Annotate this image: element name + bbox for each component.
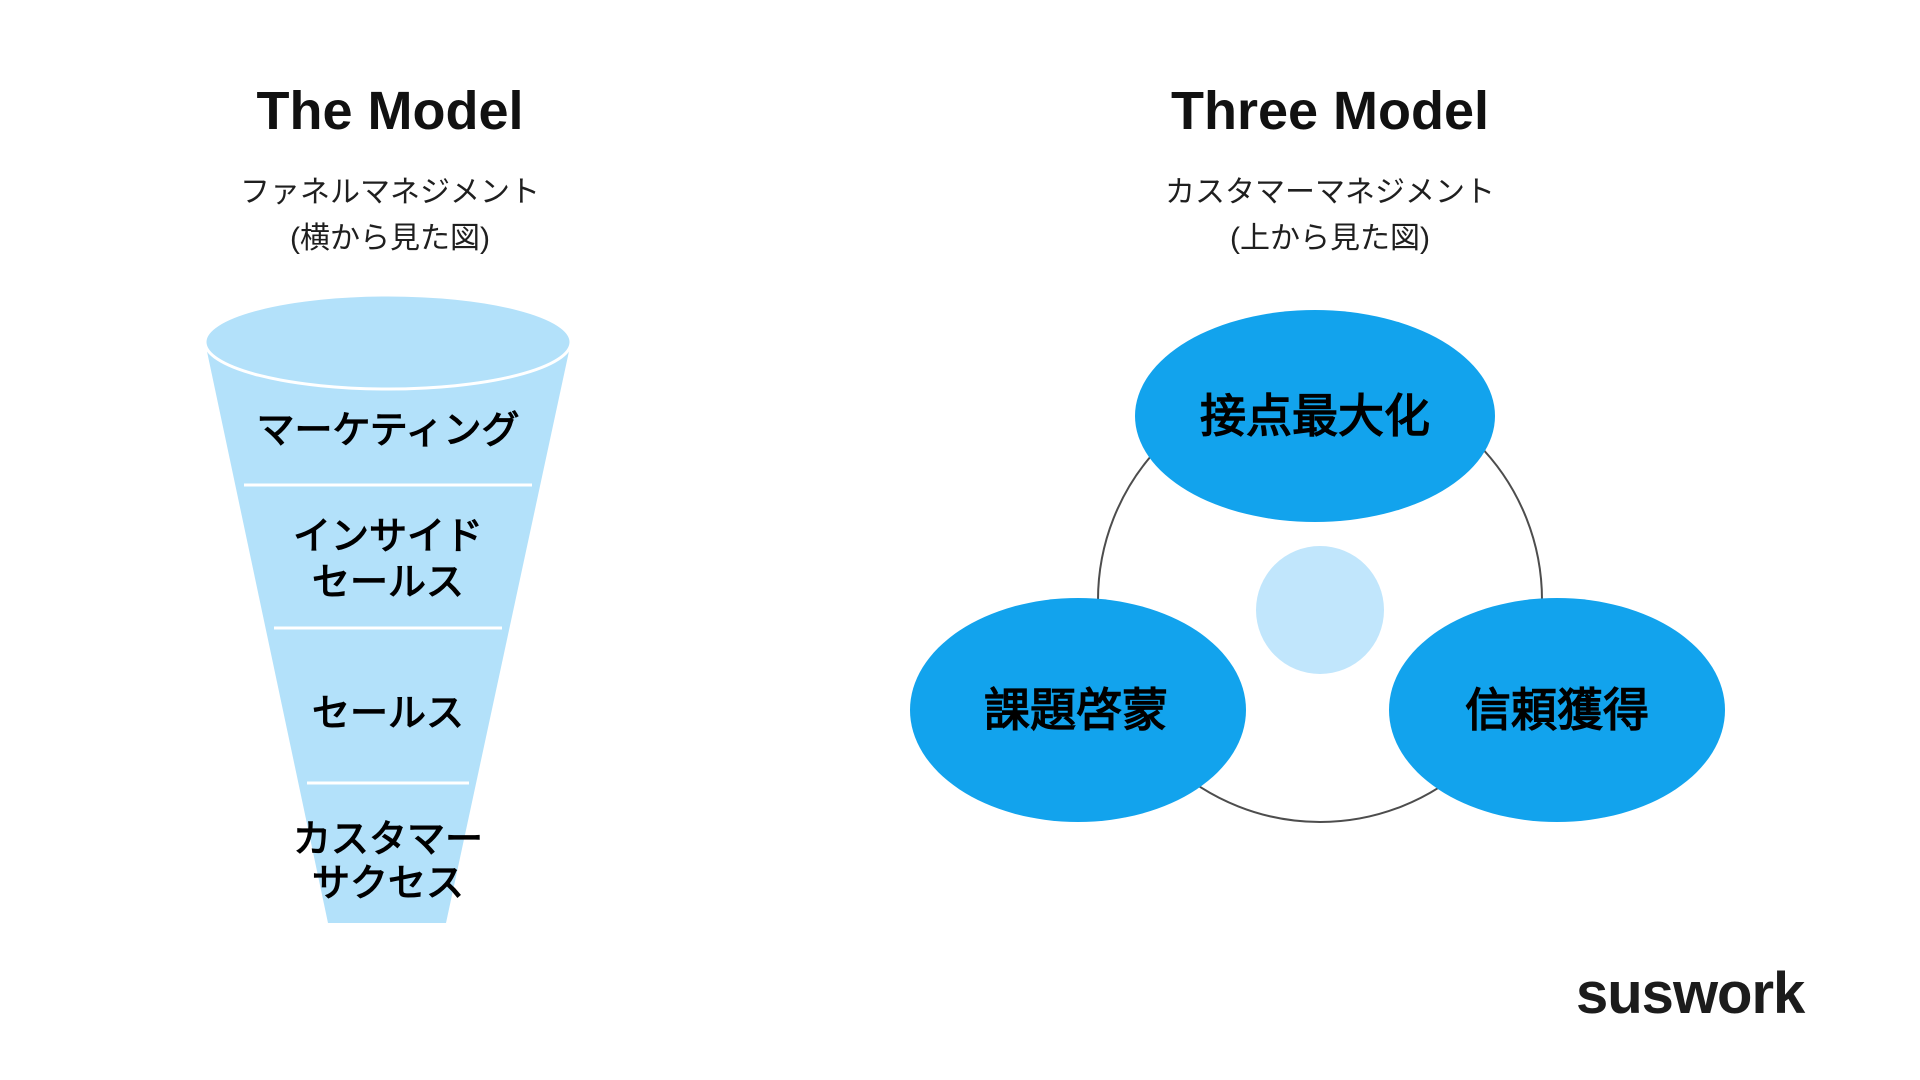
right-subtitle-line2: (上から見た図) (1230, 222, 1430, 255)
right-panel-subtitle: カスタマーマネジメント (上から見た図) (1030, 170, 1630, 262)
funnel-stage-inside-sales-line1: インサイド (293, 516, 483, 558)
left-subtitle-line1: ファネルマネジメント (240, 176, 540, 209)
right-subtitle-line1: カスタマーマネジメント (1165, 176, 1495, 209)
funnel-stage-customer-success-line2: サクセス (312, 863, 464, 905)
left-panel-title: The Model (256, 81, 524, 141)
right-panel-title: Three Model (1170, 81, 1490, 141)
funnel-body (205, 342, 571, 923)
left-panel-subtitle: ファネルマネジメント (横から見た図) (90, 170, 690, 262)
node-bottom-right-ellipse (1389, 598, 1725, 822)
node-top-ellipse (1135, 310, 1495, 522)
funnel-stage-inside-sales-line2: セールス (312, 562, 464, 604)
funnel-opening-ellipse (203, 293, 573, 391)
three-model-diagram: 接点最大化 課題啓蒙 信頼獲得 (910, 310, 1725, 823)
right-panel-header: Three Model カスタマーマネジメント (上から見た図) (1030, 80, 1630, 262)
node-bottom-right-label: 信頼獲得 (1465, 684, 1649, 736)
funnel-stage-sales: セールス (312, 693, 464, 735)
funnel-stage-marketing: マーケティング (257, 410, 520, 452)
funnel-diagram: マーケティング インサイド セールス セールス カスタマー サクセス (203, 293, 573, 923)
left-panel-header: The Model ファネルマネジメント (横から見た図) (90, 80, 690, 262)
suswork-logo: suswork (1576, 961, 1805, 1026)
left-subtitle-line2: (横から見た図) (290, 222, 490, 255)
node-top-label: 接点最大化 (1200, 390, 1430, 442)
node-bottom-left-label: 課題啓蒙 (984, 684, 1168, 736)
center-hub-circle (1256, 546, 1384, 674)
node-bottom-left-ellipse (910, 598, 1246, 822)
funnel-stage-customer-success-line1: カスタマー (293, 819, 483, 861)
